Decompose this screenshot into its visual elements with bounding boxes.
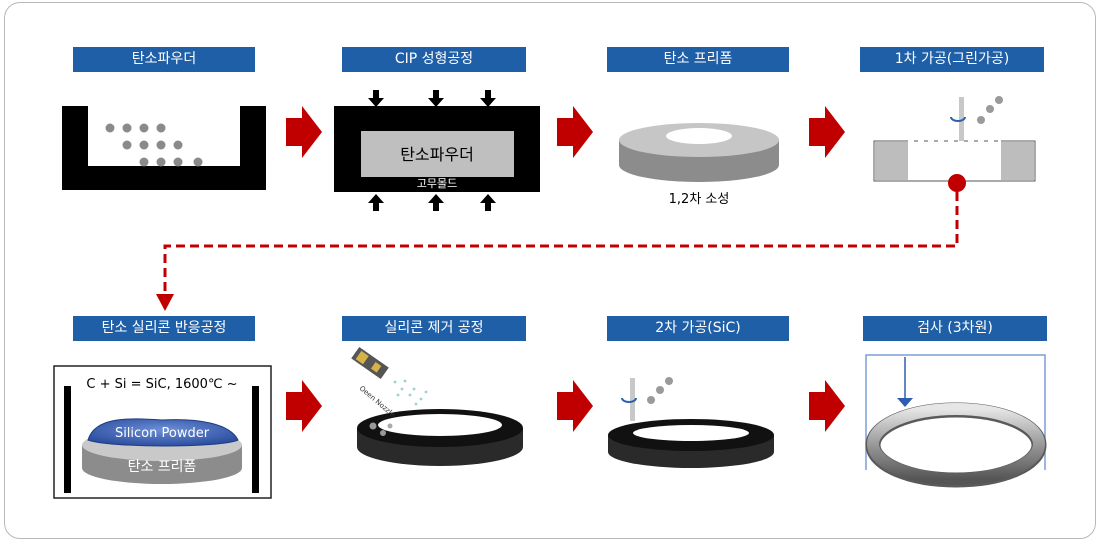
step-label-first-machining: 1차 가공(그린가공) — [860, 47, 1044, 72]
cip-inner-label: 탄소파우더 — [400, 145, 474, 164]
nozzle-icon — [351, 346, 389, 380]
process-arrow-1 — [286, 106, 322, 158]
green-machining — [873, 96, 1036, 182]
inspection-ring — [865, 354, 1047, 488]
silicon-removal-ring — [351, 346, 523, 466]
preform-base-label: 탄소 프리폼 — [128, 459, 197, 475]
cutting-tool — [959, 97, 964, 141]
step-label-cip-molding: CIP 성형공정 — [342, 47, 526, 72]
process-arrow-3 — [809, 106, 845, 158]
rotation-icon — [950, 116, 966, 122]
silicon-powder-label: Silicon Powder — [115, 426, 210, 441]
reaction-chamber — [53, 365, 272, 499]
rubber-mold-label: 고무몰드 — [417, 177, 457, 190]
step-label-inspection: 검사 (3차원) — [863, 316, 1047, 341]
step-label-carbon-preform: 탄소 프리폼 — [607, 47, 789, 72]
step-label-carbon-powder: 탄소파우더 — [73, 47, 255, 72]
connector-arrowhead — [156, 294, 174, 311]
process-arrow-6 — [809, 380, 845, 432]
nozzle-label: Oeen Nozzle — [358, 384, 397, 418]
flow-connector-dashed — [156, 174, 966, 311]
preform-disk — [619, 123, 779, 182]
sic-machining — [608, 377, 774, 468]
sintering-caption: 1,2차 소성 — [669, 192, 730, 207]
powder-container — [62, 106, 266, 190]
cip-press — [334, 90, 540, 211]
process-arrow-5 — [557, 380, 593, 432]
process-arrow-4 — [286, 380, 322, 432]
process-arrow-2 — [557, 106, 593, 158]
powder-dots — [105, 123, 203, 167]
reaction-formula: C + Si = SiC, 1600℃ ~ — [86, 377, 237, 392]
step-label-reaction-process: 탄소 실리콘 반응공정 — [73, 316, 255, 341]
step-label-silicon-removal: 실리콘 제거 공정 — [342, 316, 526, 341]
step-label-second-machining: 2차 가공(SiC) — [607, 316, 789, 341]
pressure-arrows — [368, 90, 496, 211]
spray-particles — [393, 379, 428, 406]
